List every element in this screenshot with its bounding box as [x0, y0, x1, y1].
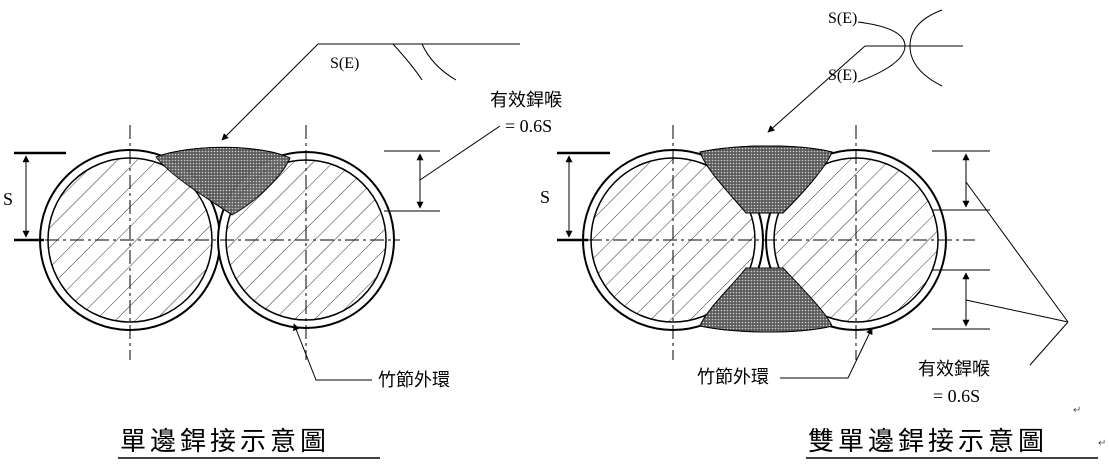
- left-throat-leader: [419, 125, 501, 181]
- left-ring-label: 竹節外環: [378, 370, 450, 390]
- left-ring-leader: [293, 323, 372, 381]
- right-ring-leader: [780, 327, 873, 379]
- right-ring-label: 竹節外環: [697, 367, 769, 387]
- left-title: 單邊銲接示意圖: [120, 427, 330, 457]
- right-symbol-label-top: S(E): [828, 10, 857, 27]
- left-s-label: S: [3, 189, 13, 209]
- left-throat-value: = 0.6S: [505, 116, 552, 136]
- left-throat-label: 有效銲喉: [490, 90, 562, 110]
- right-throat-leader-b: [965, 299, 1069, 323]
- right-symbol-label-bottom: S(E): [828, 67, 857, 84]
- right-diagram: S S(E) S(E) ↵ 有效銲喉 = 0.6S 竹節外環 雙單邊銲接示意圖 …: [540, 9, 1106, 459]
- right-paragraph-mark-title: ↵: [1098, 438, 1106, 449]
- left-diagram: S S(E) 有效銲喉 = 0.6S 竹節外環 單邊銲接示意圖: [3, 43, 562, 459]
- right-throat-leader-c: [1029, 321, 1069, 366]
- right-throat-value: = 0.6S: [933, 386, 980, 406]
- left-symbol-label: S(E): [330, 55, 359, 72]
- left-symbol-leader: [221, 43, 319, 141]
- right-weld-top-overlay: [699, 145, 833, 214]
- left-weld-overlay: [155, 146, 291, 216]
- right-paragraph-mark-top: ↵: [1073, 405, 1081, 416]
- right-title: 雙單邊銲接示意圖: [808, 427, 1048, 457]
- right-throat-label: 有效銲喉: [918, 359, 990, 379]
- right-symbol-leader: [767, 45, 866, 133]
- left-weld-symbol: [392, 43, 457, 81]
- right-s-label: S: [540, 187, 550, 207]
- right-weld-bottom-overlay: [699, 267, 833, 333]
- right-throat-leader-a: [965, 181, 1069, 323]
- right-weld-symbol: [857, 9, 943, 87]
